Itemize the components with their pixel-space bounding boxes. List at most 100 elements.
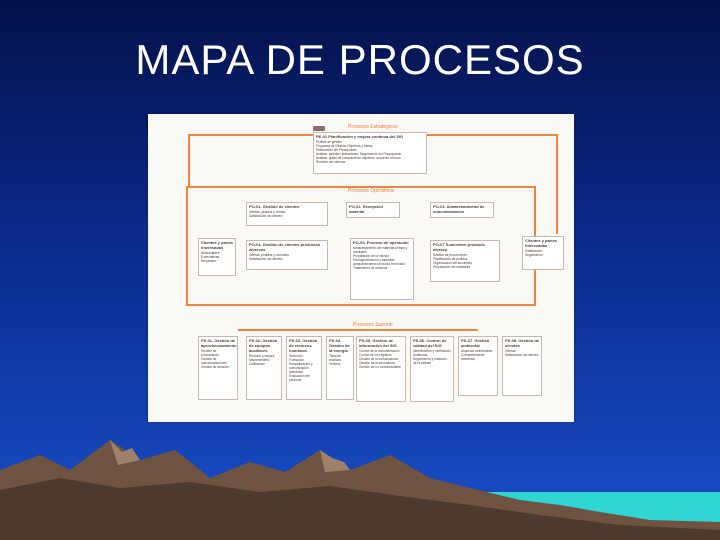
support-box-title: PS-03. Gestión de recursos humanos — [289, 338, 318, 353]
support-box-title: PS-06. Control de calidad del SIG — [413, 338, 447, 348]
support-box: PS-04. Gestión de la energía Tabla de re… — [326, 336, 354, 400]
operative-box-line: Tratamiento de residuos — [353, 266, 388, 270]
support-box-line: Revisión y mejora — [249, 354, 275, 358]
support-box-line: Selección — [289, 354, 303, 358]
support-section-label: Procesos Soporte — [353, 322, 393, 328]
support-box: PS-06. Control de calidad del SIG Identi… — [410, 336, 454, 402]
support-box-line: Satisfacción de clientes — [505, 353, 539, 357]
support-box-line: Aspectos ambientales — [461, 349, 493, 353]
strategic-process-box: PE-01 Planificación y mejora continua de… — [313, 132, 427, 174]
support-box-line: Control de los registros — [359, 353, 392, 357]
operative-box: PO-05. Proceso de operación Almacenamien… — [350, 238, 414, 300]
support-box-line: Gestión de la información — [359, 361, 396, 365]
mountain-foreground — [0, 478, 720, 540]
operative-box-line: Ofertas, pedidos y ventas — [249, 210, 286, 214]
strategic-line: Elaboración del Presupuesto — [316, 148, 357, 152]
operative-box-title: PO-05. Proceso de operación — [353, 240, 409, 245]
operative-box-line: Preparación de la mezcla — [353, 254, 389, 258]
strategic-line: Programa de Gestión Objetivos y Metas — [316, 144, 373, 148]
support-box-line: Control de la documentación — [359, 349, 400, 353]
support-box-line: Evaluación del personal — [289, 374, 310, 382]
support-box: PS-07. Gestión ambiental Aspectos ambien… — [458, 336, 498, 396]
support-box: PS-01. Gestión de aprovisionamiento Gest… — [198, 336, 238, 400]
support-box-title: PS-05. Gestión de información del SIG — [359, 338, 397, 348]
operative-box-title: PO-02. Recepción material — [349, 204, 384, 214]
support-box-line: Gestión de almacén — [201, 365, 230, 369]
support-box-title: PS-08. Gestión de clientes — [505, 338, 540, 348]
operative-box-line: Almacenamiento producto terminado — [353, 262, 406, 266]
support-box-title: PS-07. Gestión ambiental — [461, 338, 490, 348]
support-box: PS-08. Gestión de clientes Ofertas Satis… — [502, 336, 542, 396]
connector-line — [188, 134, 313, 136]
process-map-image: Procesos Estratégicos PE-01 Planificació… — [148, 114, 574, 422]
support-box-line: Sensibilización y comunicación ambiental — [289, 362, 313, 374]
support-box-line: Gestión de subcontrataciones — [201, 357, 227, 365]
operative-box-line: Gestión de proveedores — [433, 253, 468, 257]
operative-box: PO-01. Gestión de clientes Ofertas, pedi… — [246, 202, 328, 226]
support-box-line: Seguimiento y medición de la calidad — [413, 357, 447, 365]
connector-line — [238, 329, 478, 331]
support-box-line: Comportamiento ambiental — [461, 353, 485, 361]
support-box: PS-05. Gestión de información del SIG Co… — [356, 336, 406, 402]
strategic-line: Política de gestión — [316, 140, 343, 144]
mountain-range — [0, 440, 720, 540]
operative-box-title: PO-07 Suministro producto diverso — [433, 242, 486, 252]
operative-box-line: Organización del suministro — [433, 261, 473, 265]
support-box-line: Ofertas — [505, 349, 516, 353]
clients-right-box: Clientes y partes interesadas Satisfacci… — [522, 236, 564, 270]
mountain-ridge — [110, 440, 140, 465]
operative-box-line: Planificación de pedidos — [433, 257, 468, 261]
box-tag-icon — [313, 126, 325, 131]
strategic-box-title: PE-01 Planificación y mejora continua de… — [316, 134, 404, 139]
operative-section-label: Procesos Operativos — [348, 188, 395, 194]
operative-box: PO-07 Suministro producto diverso Gestió… — [430, 240, 500, 282]
operative-box-line: Ofertas, pedidos y contratos — [249, 253, 289, 257]
connector-line — [188, 134, 190, 186]
support-box-line: Gestión de proveedores — [201, 349, 219, 357]
support-box-line: Calibración — [249, 362, 265, 366]
support-box: PS-02. Gestión de equipos auxiliares Rev… — [246, 336, 282, 400]
strategic-section-label: Procesos Estratégicos — [348, 124, 398, 130]
support-box-title: PS-01. Gestión de aprovisionamiento — [201, 338, 237, 348]
connector-line — [427, 134, 557, 136]
strategic-line: Revisión del sistema — [316, 160, 346, 164]
operative-box-line: Satisfacción de clientes — [249, 214, 283, 218]
operative-box-line: Preparación de materiales — [433, 265, 471, 269]
strategic-line: Análisis: grado de cumplimiento objetivo… — [316, 156, 401, 160]
clients-left-box: Clientes y partes interesadas Necesidade… — [198, 238, 236, 276]
operative-box-line: Homogeneización y tamizado — [353, 258, 395, 262]
operative-box-line: Satisfacción de clientes — [249, 257, 283, 261]
clients-title: Clientes y partes interesadas — [525, 238, 558, 248]
mountain-ridge — [320, 450, 350, 472]
support-box-title: PS-02. Gestión de equipos auxiliares — [249, 338, 278, 353]
connector-line — [186, 186, 188, 306]
support-box: PS-03. Gestión de recursos humanos Selec… — [286, 336, 322, 400]
operative-box-title: PO-01. Gestión de clientes — [249, 204, 300, 209]
clients-line: Requisitos — [201, 259, 216, 263]
clients-title: Clientes y partes interesadas — [201, 240, 234, 250]
clients-line: Satisfacción — [525, 249, 543, 253]
operative-box-title: PO-03. Almacenamiento de subcontratación — [433, 204, 485, 214]
support-box-line: Vertidos — [329, 362, 341, 366]
clients-line: Necesidades — [201, 251, 220, 255]
support-box-line: Identificación y verificación — [413, 349, 451, 353]
operative-box: PO-03. Almacenamiento de subcontratación — [430, 202, 494, 218]
support-box-line: Mantenimiento — [249, 358, 270, 362]
operative-box-title: PO-04. Gestión de clientes productos div… — [249, 242, 321, 252]
slide-title: MAPA DE PROCESOS — [135, 36, 585, 83]
support-box-line: Gestión de la comunicación — [359, 357, 399, 361]
support-box-line: Auditorías — [413, 353, 428, 357]
clients-line: Seguimiento — [525, 253, 543, 257]
horizon-glow — [0, 492, 720, 540]
support-box-line: Tabla de residuos — [329, 354, 342, 362]
operative-box-line: Almacenamiento de materias primas y auxi… — [353, 246, 408, 254]
support-box-title: PS-04. Gestión de la energía — [329, 338, 350, 353]
operative-box: PO-02. Recepción material — [346, 202, 400, 218]
connector-line — [186, 186, 534, 188]
support-box-line: Formación — [289, 358, 305, 362]
connector-line — [186, 304, 536, 306]
clients-line: Expectativas — [201, 255, 220, 259]
connector-line — [556, 134, 558, 234]
strategic-line: Análisis: pedidos, indicadores, Seguimie… — [316, 152, 402, 156]
operative-box: PO-04. Gestión de clientes productos div… — [246, 240, 328, 270]
